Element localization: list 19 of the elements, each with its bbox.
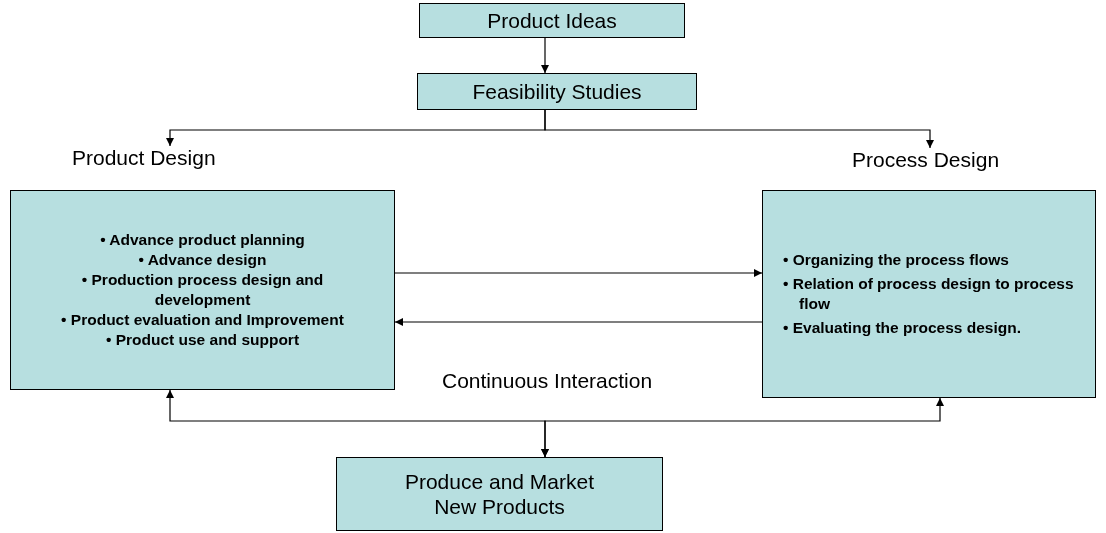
bullet-item: • Product use and support xyxy=(104,330,301,351)
note-text: Continuous Interaction xyxy=(442,369,653,393)
arrow xyxy=(544,109,934,149)
bullet-item: • Evaluating the process design. xyxy=(782,318,1022,339)
bullet-item: • Production process design and development xyxy=(80,269,325,310)
bullet-item: • Relation of process design to process flow xyxy=(782,273,1074,314)
bullet-item: • Advance design xyxy=(137,249,268,270)
process-box: Product Ideas xyxy=(419,3,685,38)
bullet-item: • Advance product planning xyxy=(99,229,306,250)
arrow xyxy=(541,37,549,74)
section-heading: Product Design xyxy=(72,146,216,170)
arrow xyxy=(541,397,944,458)
process-box: Produce and Market New Products xyxy=(336,457,663,531)
bullet-item: • Organizing the process flows xyxy=(782,249,1010,270)
process-box: Feasibility Studies xyxy=(417,73,697,110)
section-heading: Process Design xyxy=(852,148,1000,172)
arrow xyxy=(394,269,763,277)
arrow xyxy=(394,318,763,326)
bullet-item: • Product evaluation and Improvement xyxy=(60,310,345,331)
